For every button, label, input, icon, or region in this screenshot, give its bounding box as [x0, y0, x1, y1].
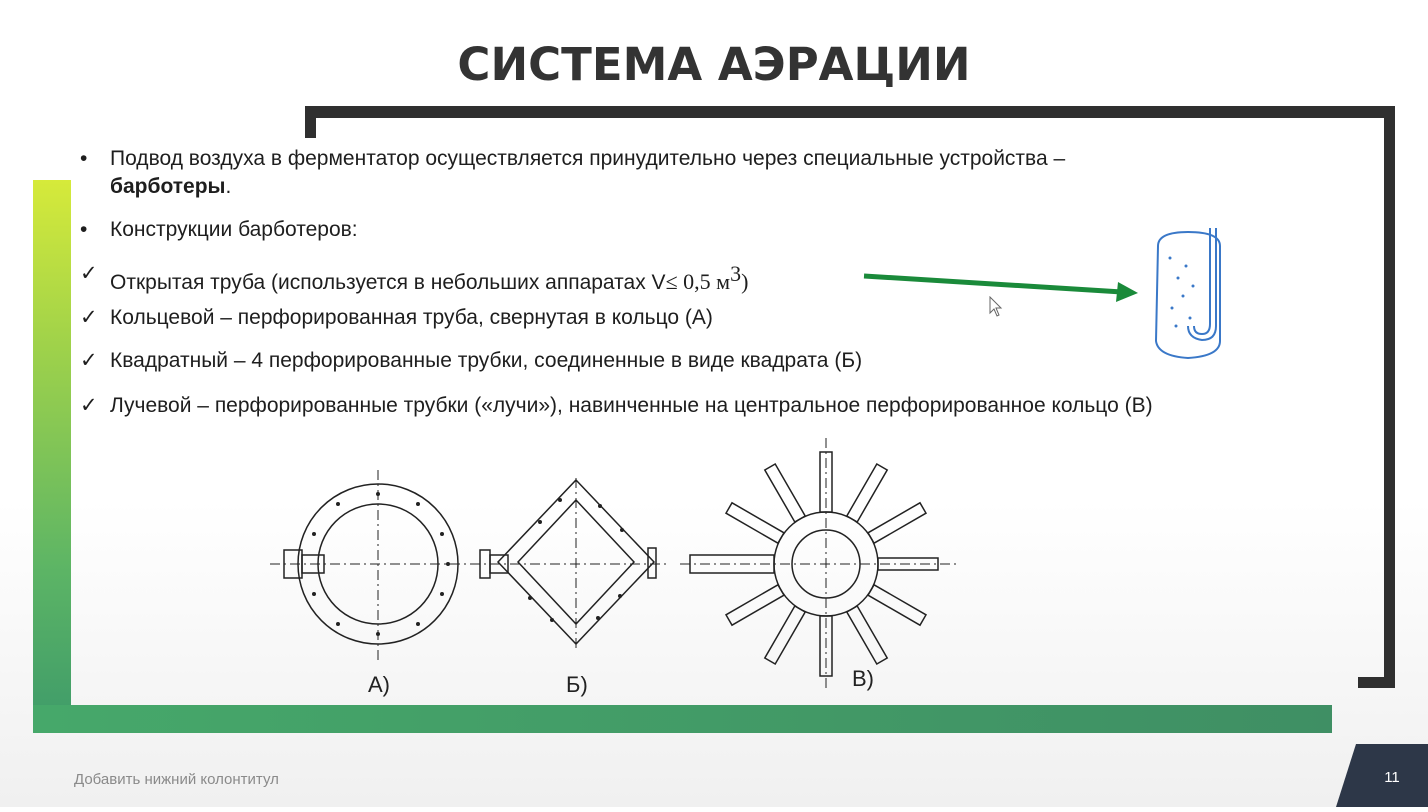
accent-bottom-bar [33, 705, 1332, 733]
bullet-marker: • [80, 147, 88, 170]
check-icon: ✓ [80, 394, 98, 417]
bullet-text: Подвод воздуха в ферментатор осуществляе… [110, 147, 1066, 170]
frame-right-bar [1384, 106, 1395, 688]
sparger-diagram [270, 438, 956, 688]
frame-top-bar [305, 106, 1395, 118]
accent-left-bar [33, 180, 71, 733]
check-icon: ✓ [80, 349, 98, 372]
check-icon: ✓ [80, 306, 98, 329]
footer-placeholder[interactable]: Добавить нижний колонтитул [74, 771, 279, 788]
frame-right-foot [1358, 677, 1395, 688]
bullet-text: Конструкции барботеров: [110, 218, 358, 241]
bullet-text: Лучевой – перфорированные трубки («лучи»… [110, 394, 1153, 417]
bold-term: барботеры [110, 175, 226, 198]
square-sparger [470, 478, 670, 648]
formula: ≤ 0,5 м [665, 269, 731, 294]
cursor-icon [989, 296, 1003, 317]
check-icon: ✓ [80, 262, 98, 285]
formula-sup: 3 [730, 261, 742, 286]
vessel-icon [1154, 228, 1221, 360]
bullet-text: . [225, 175, 232, 198]
bullet-marker: • [80, 218, 88, 241]
slide-title: СИСТЕМА АЭРАЦИИ [457, 38, 971, 91]
caption-b: Б) [566, 672, 588, 697]
formula-end: ) [741, 269, 749, 294]
page-number: 11 [1356, 744, 1428, 807]
frame-top-tick [305, 106, 316, 138]
page-badge-corner [1336, 744, 1356, 807]
bullet-text: Квадратный – 4 перфорированные трубки, с… [110, 349, 863, 372]
bullet-text: Открытая труба (используется в небольших… [110, 271, 666, 294]
caption-c: В) [852, 666, 874, 691]
arrow-icon [863, 273, 1138, 302]
caption-a: А) [368, 672, 390, 697]
radial-sparger [680, 438, 956, 688]
ring-sparger [270, 470, 480, 660]
bullet-text: Кольцевой – перфорированная труба, сверн… [110, 306, 713, 329]
